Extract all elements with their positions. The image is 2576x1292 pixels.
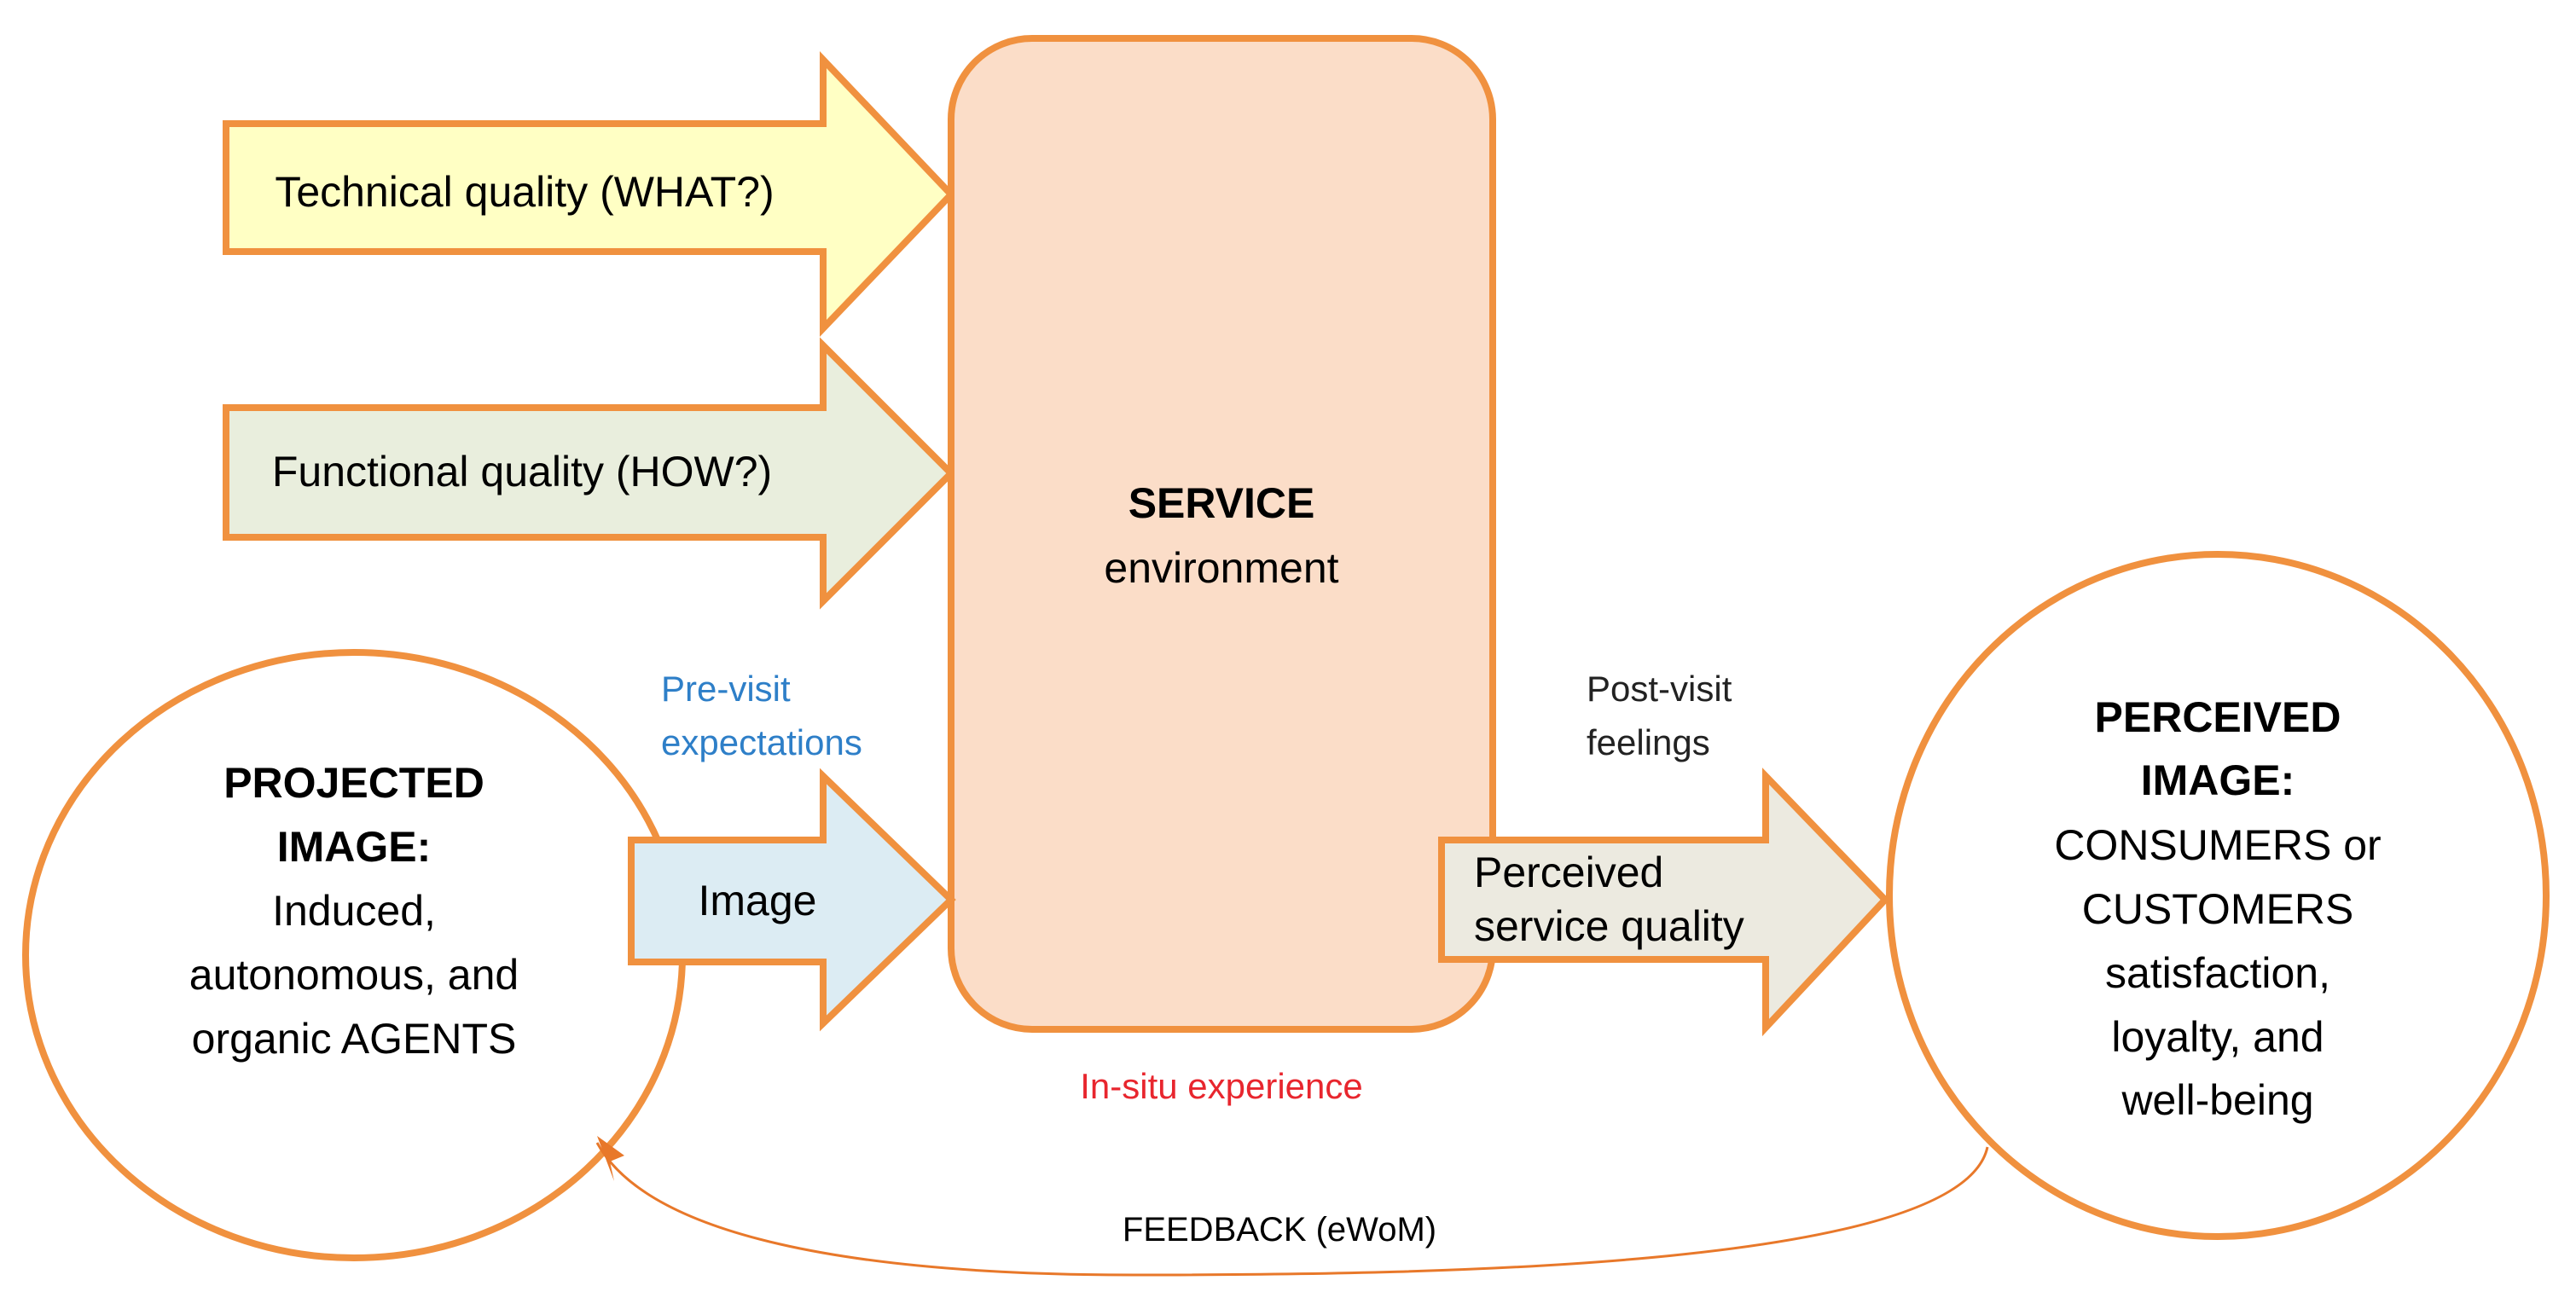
- projected-line-1: PROJECTED: [223, 759, 484, 807]
- projected-line-2: IMAGE:: [277, 823, 432, 871]
- perceived-arrow-line-2: service quality: [1474, 902, 1744, 950]
- in-situ-label: In-situ experience: [1080, 1066, 1363, 1106]
- feedback-arrowhead-icon: [597, 1136, 624, 1181]
- perceived-line-4: CUSTOMERS: [2082, 885, 2354, 933]
- functional-quality-arrow: Functional quality (HOW?): [223, 337, 956, 610]
- image-arrow: Image: [628, 768, 956, 1032]
- image-arrow-shape: [628, 768, 956, 1032]
- projected-line-5: organic AGENTS: [192, 1015, 517, 1063]
- service-title: SERVICE: [1128, 479, 1315, 527]
- service-subtitle: environment: [1104, 544, 1338, 592]
- perceived-service-quality-arrow: Perceived service quality: [1438, 768, 1890, 1037]
- service-environment-box: SERVICE environment: [948, 35, 1496, 1033]
- perceived-line-5: satisfaction,: [2105, 949, 2330, 997]
- perceived-line-2: IMAGE:: [2141, 756, 2295, 804]
- projected-line-3: Induced,: [272, 887, 436, 935]
- perceived-image-circle: PERCEIVED IMAGE: CONSUMERS or CUSTOMERS …: [1886, 551, 2550, 1240]
- perceived-service-quality-arrow-shape: [1438, 768, 1890, 1037]
- feedback-arrow: [595, 1142, 1989, 1277]
- feedback-label: FEEDBACK (eWoM): [1123, 1211, 1436, 1249]
- projected-line-4: autonomous, and: [189, 951, 519, 999]
- technical-quality-arrow-shape: [223, 50, 956, 337]
- perceived-image-shape: [1886, 551, 2550, 1240]
- perceived-line-1: PERCEIVED: [2095, 693, 2341, 741]
- post-visit-label-line-2: feelings: [1587, 722, 1710, 762]
- pre-visit-label-line-1: Pre-visit: [661, 669, 791, 709]
- functional-quality-arrow-shape: [223, 337, 956, 610]
- perceived-line-3: CONSUMERS or: [2054, 821, 2381, 869]
- projected-image-circle: PROJECTED IMAGE: Induced, autonomous, an…: [22, 649, 686, 1261]
- perceived-line-6: loyalty, and: [2111, 1013, 2324, 1061]
- technical-quality-label: Technical quality (WHAT?): [275, 168, 774, 216]
- functional-quality-label: Functional quality (HOW?): [272, 448, 772, 495]
- technical-quality-arrow: Technical quality (WHAT?): [223, 50, 956, 337]
- image-arrow-label: Image: [699, 877, 817, 924]
- post-visit-label-line-1: Post-visit: [1587, 669, 1732, 709]
- pre-visit-label-line-2: expectations: [661, 722, 862, 762]
- perceived-line-7: well-being: [2121, 1076, 2313, 1124]
- perceived-arrow-line-1: Perceived: [1474, 849, 1663, 896]
- service-environment-shape: [948, 35, 1496, 1033]
